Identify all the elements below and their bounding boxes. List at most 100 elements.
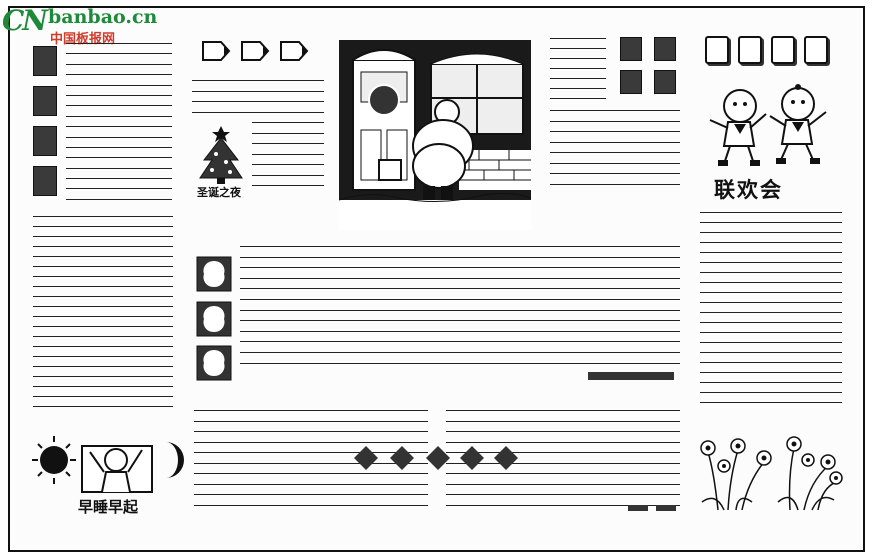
text-lines-right-column — [700, 212, 842, 412]
text-lines-left-upper — [66, 43, 172, 209]
ruled-line — [550, 98, 606, 99]
ruled-line — [33, 306, 173, 307]
ruled-line — [252, 174, 324, 176]
ruled-line — [33, 366, 173, 367]
ruled-line — [33, 346, 173, 347]
ruled-line — [66, 188, 172, 190]
ruled-line — [550, 131, 680, 132]
ruled-line — [550, 173, 680, 174]
ruled-line — [446, 452, 680, 453]
ruled-line — [33, 316, 173, 317]
ruled-line — [194, 494, 428, 495]
ruled-line — [66, 84, 172, 86]
ruled-line — [240, 341, 680, 343]
text-lines-center-top — [192, 80, 324, 122]
ruled-line — [700, 402, 842, 403]
ruled-line — [700, 342, 842, 343]
ruled-line — [700, 262, 842, 263]
sun-icon — [32, 436, 76, 484]
christmas-night-label: 圣诞之夜 — [197, 186, 241, 199]
ruled-line — [550, 120, 680, 122]
ruled-line — [550, 78, 606, 79]
text-lines-right-top — [550, 110, 680, 194]
watermark-site: banbao.cn — [48, 6, 158, 28]
ruled-line — [446, 462, 680, 464]
ruled-line — [700, 362, 842, 363]
ruled-line — [66, 157, 172, 159]
party-label: 联欢会 — [714, 178, 783, 202]
arrow-decoration-row — [202, 41, 309, 61]
left-marker-square — [33, 46, 57, 76]
ruled-line — [446, 483, 680, 485]
diamond-icon — [354, 446, 378, 470]
ruled-line — [446, 473, 680, 474]
ruled-line — [700, 282, 842, 283]
ruled-line — [33, 296, 173, 297]
end-marker-bar — [588, 372, 674, 380]
ruled-line — [550, 141, 680, 143]
ruled-line — [66, 94, 172, 96]
ruled-line — [66, 167, 172, 169]
end-marker-dash — [656, 505, 676, 511]
watermark-cn: CN — [2, 4, 48, 37]
ruled-line — [550, 152, 680, 153]
ruled-line — [700, 302, 842, 303]
ruled-line — [252, 132, 324, 134]
ruled-line — [192, 90, 324, 92]
ruled-line — [700, 232, 842, 233]
ruled-line — [700, 212, 842, 213]
text-lines-left-lower — [33, 216, 173, 416]
ruled-line — [66, 115, 172, 117]
ruled-line — [700, 242, 842, 243]
ruled-line — [194, 431, 428, 432]
ruled-line — [240, 362, 680, 364]
ruled-line — [33, 276, 173, 277]
ruled-line — [240, 256, 680, 258]
ruled-line — [240, 309, 680, 311]
ruled-line — [33, 356, 173, 357]
text-lines-lower-right — [446, 410, 680, 515]
moon-icon — [166, 442, 184, 478]
ruled-line — [33, 226, 173, 227]
dark-grid-square — [620, 70, 642, 94]
ruled-line — [194, 483, 428, 485]
outline-box — [738, 36, 762, 64]
ruled-line — [446, 504, 680, 506]
ruled-line — [252, 143, 324, 144]
text-lines-center-block — [240, 246, 680, 373]
ruled-line — [446, 441, 680, 443]
ruled-line — [700, 312, 842, 313]
diamond-row — [354, 446, 518, 470]
ruled-line — [66, 74, 172, 76]
diamond-icon — [494, 446, 518, 470]
ruled-line — [66, 146, 172, 148]
ruled-line — [240, 246, 680, 247]
ruled-line — [66, 43, 172, 44]
dancing-kids-illustration — [709, 84, 827, 166]
ornament-icon — [196, 345, 232, 381]
ruled-line — [252, 164, 324, 165]
ruled-line — [252, 122, 324, 123]
left-marker-square — [33, 86, 57, 116]
ruled-line — [446, 420, 680, 422]
christmas-tree-icon — [199, 126, 243, 184]
ruled-line — [33, 246, 173, 247]
ruled-line — [700, 322, 842, 323]
ruled-line — [66, 136, 172, 138]
ruled-line — [194, 441, 428, 443]
ruled-line — [33, 286, 173, 287]
ruled-line — [240, 267, 680, 269]
outline-box — [771, 36, 795, 64]
early-rise-illustration — [32, 436, 184, 493]
ruled-line — [240, 320, 680, 322]
left-marker-square — [33, 126, 57, 156]
left-marker-square — [33, 166, 57, 196]
diamond-icon — [460, 446, 484, 470]
ruled-line — [194, 504, 428, 506]
ornament-icon — [196, 256, 232, 292]
ruled-line — [66, 105, 172, 107]
ruled-line — [550, 68, 606, 69]
ruled-line — [240, 330, 680, 332]
end-marker-dash — [628, 505, 648, 511]
ruled-line — [700, 292, 842, 293]
